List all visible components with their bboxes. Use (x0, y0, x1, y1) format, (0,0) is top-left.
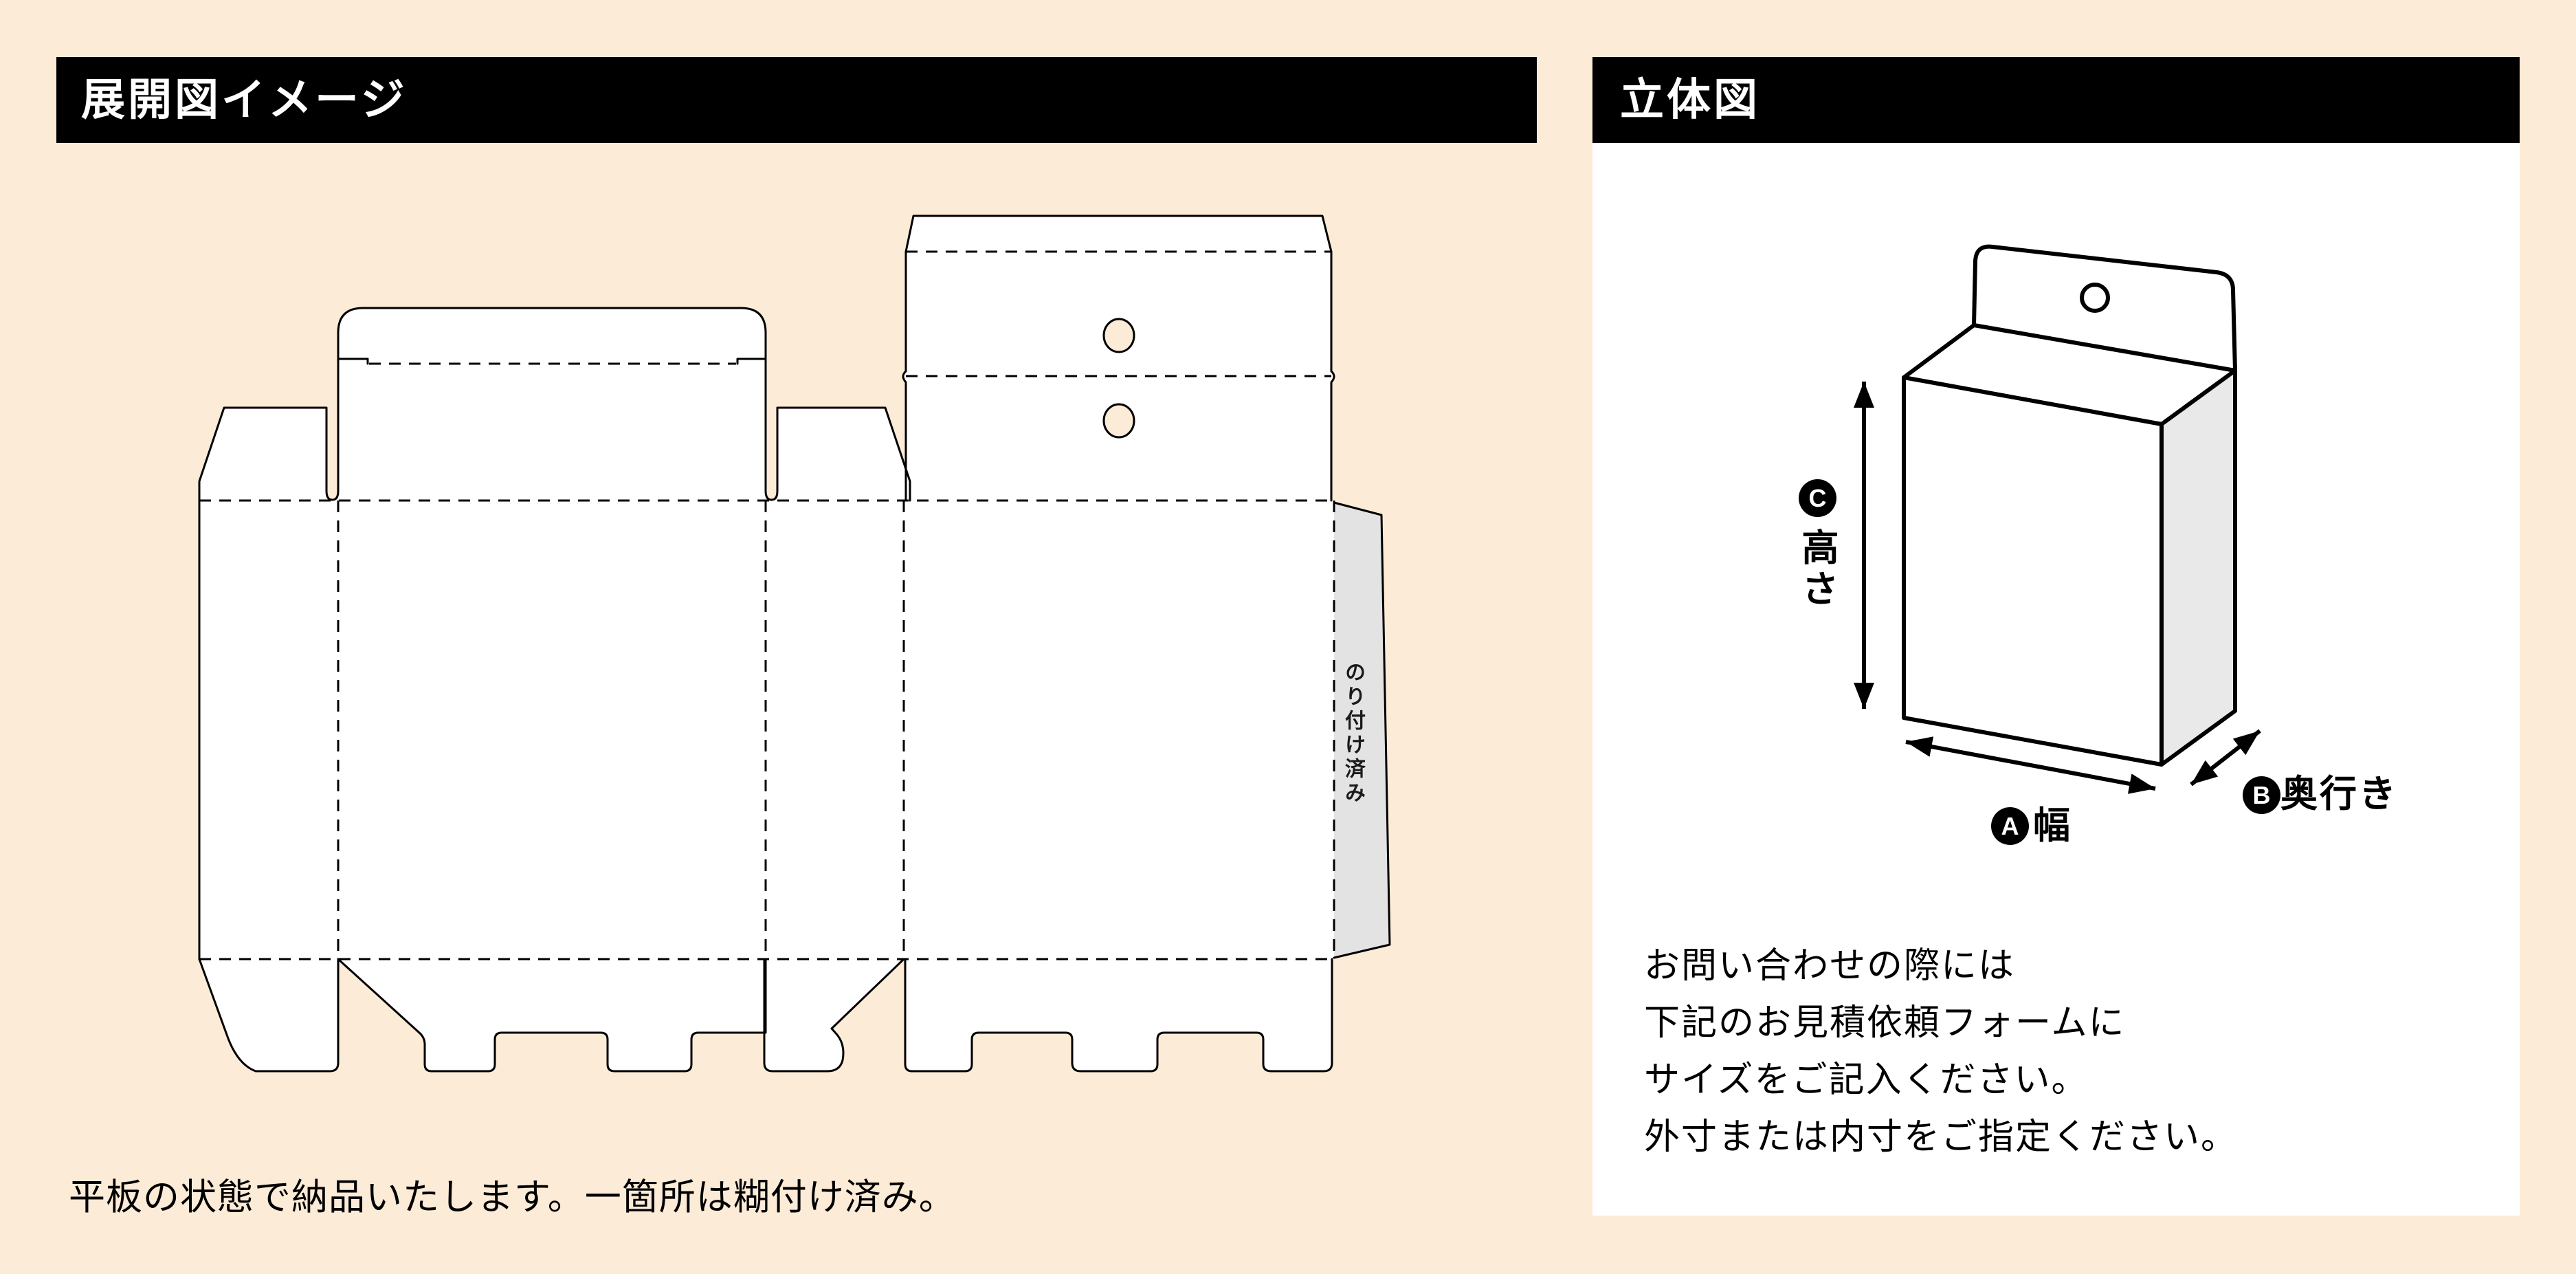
hang-hole-bottom-icon (1102, 403, 1135, 439)
dieline-section-header: 展開図イメージ (56, 57, 1537, 143)
height-badge: C (1799, 479, 1836, 517)
width-arrow-icon (1905, 736, 2156, 794)
delivery-note: 平板の状態で納品いたします。一箇所は糊付け済み。 (69, 1177, 956, 1218)
glue-flap-shape (1334, 503, 1390, 958)
hang-tab-hole-icon (2080, 283, 2110, 313)
inquiry-note-line: 外寸または内寸をご指定ください。 (1644, 1117, 2239, 1157)
dieline-fold-lines (199, 250, 1335, 960)
box-3d-svg (1854, 244, 2261, 794)
threed-section-title: 立体図 (1620, 75, 1760, 124)
hang-hole-top-icon (1102, 318, 1135, 353)
depth-arrow-icon (2190, 729, 2261, 787)
inquiry-note-line: 下記のお見積依頼フォームに (1644, 1003, 2126, 1043)
box-body (1902, 323, 2237, 767)
hang-tab (1972, 244, 2237, 373)
inquiry-note-line: サイズをご記入ください。 (1644, 1060, 2089, 1100)
box-side-face (2159, 369, 2237, 767)
depth-badge: B (2243, 776, 2280, 814)
width-label: 幅 (2033, 805, 2070, 846)
dieline-panel-fills (199, 216, 1390, 1071)
glue-flap-outline (1333, 501, 1391, 959)
glue-flap-label: のり付け済み (1342, 661, 1364, 806)
dieline-cut-lines (198, 215, 1391, 1073)
threed-section-header: 立体図 (1592, 57, 2520, 143)
height-label: 高さ (1796, 528, 1837, 611)
dieline-section-title: 展開図イメージ (81, 75, 408, 124)
depth-label: 奥行き (2280, 773, 2398, 815)
dieline-svg (198, 215, 1391, 1073)
width-badge: A (1991, 807, 2029, 845)
dimension-arrows (1854, 382, 2261, 794)
inquiry-note-line: お問い合わせの際には (1644, 946, 2016, 986)
box-front-face (1902, 375, 2164, 767)
